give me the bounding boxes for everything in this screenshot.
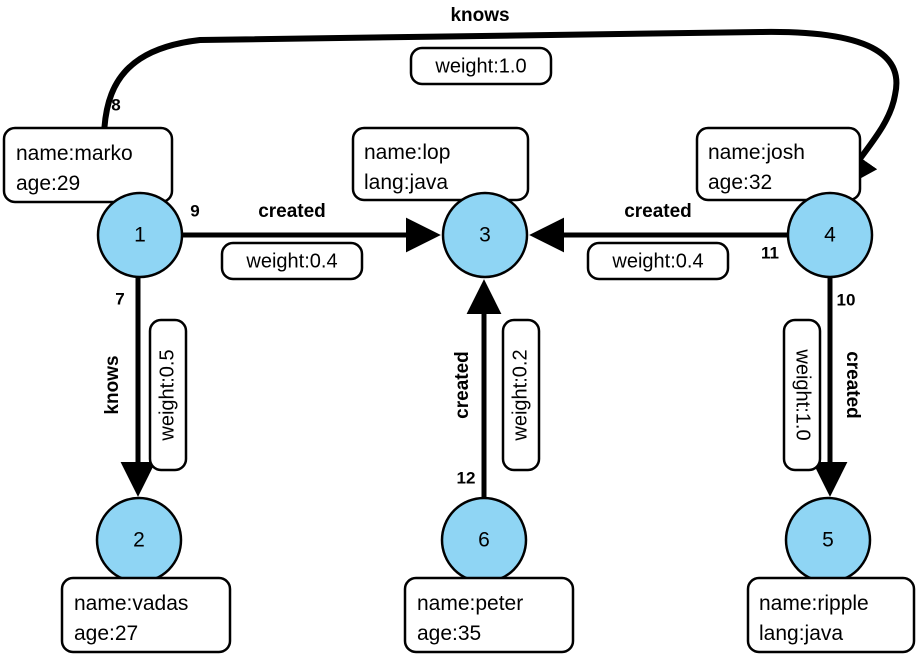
weight-box-10 xyxy=(782,318,822,472)
property-line-5-0: name:ripple xyxy=(759,592,869,615)
weight-box-8 xyxy=(409,46,553,86)
property-line-3-0: name:lop xyxy=(364,141,450,164)
weight-text-12: weight:0.2 xyxy=(509,349,531,441)
property-box-node-3: name:lop lang:java xyxy=(351,126,530,202)
edge-id-12: 12 xyxy=(457,468,476,487)
weight-label-12: weight:0.2 xyxy=(501,318,541,472)
edge-label-12: created xyxy=(452,351,473,419)
edge-id-labels-layer: 8 7 9 11 10 12 xyxy=(111,95,855,487)
property-line-2-0: name:vadas xyxy=(74,592,188,615)
property-box-rect-5 xyxy=(746,576,916,654)
property-line-6-0: name:peter xyxy=(417,592,523,615)
property-line-4-1: age:32 xyxy=(708,171,772,194)
edge-id-11: 11 xyxy=(761,243,779,262)
weight-labels-layer: weight:1.0 weight:0.5 weight:0.4 weight:… xyxy=(148,46,822,472)
weight-label-8: weight:1.0 xyxy=(409,46,553,86)
nodes-layer: 1 3 4 2 6 5 xyxy=(95,191,874,584)
node-label-5: 5 xyxy=(822,529,834,552)
property-line-2-1: age:27 xyxy=(74,622,138,645)
node-label-3: 3 xyxy=(479,224,491,247)
weight-text-9: weight:0.4 xyxy=(245,250,337,272)
edge-label-11: created xyxy=(624,201,692,222)
node-3[interactable]: 3 xyxy=(441,191,529,279)
property-box-rect-2 xyxy=(60,576,232,654)
edge-label-7: knows xyxy=(102,355,123,414)
edge-id-7: 7 xyxy=(115,289,124,308)
edge-label-9: created xyxy=(258,201,326,222)
weight-label-11: weight:0.4 xyxy=(586,241,730,281)
node-circle-4[interactable] xyxy=(786,191,874,279)
weight-box-9 xyxy=(220,241,364,281)
edge-label-8: knows xyxy=(450,5,509,26)
node-circle-3[interactable] xyxy=(441,191,529,279)
weight-label-9: weight:0.4 xyxy=(220,241,364,281)
node-label-1: 1 xyxy=(134,224,146,247)
weight-label-7: weight:0.5 xyxy=(148,318,188,472)
property-box-rect-6 xyxy=(403,576,575,654)
node-circle-1[interactable] xyxy=(96,191,184,279)
weight-label-10: weight:1.0 xyxy=(782,318,822,472)
property-box-rect-3 xyxy=(351,126,530,202)
property-line-1-0: name:marko xyxy=(16,142,133,165)
edge-id-9: 9 xyxy=(190,201,199,220)
weight-text-7: weight:0.5 xyxy=(156,349,178,441)
node-2[interactable]: 2 xyxy=(95,496,183,584)
weight-box-7 xyxy=(148,318,188,472)
node-label-4: 4 xyxy=(824,224,836,247)
weight-box-12 xyxy=(501,318,541,472)
property-line-5-1: lang:java xyxy=(759,622,843,645)
node-4[interactable]: 4 xyxy=(786,191,874,279)
node-6[interactable]: 6 xyxy=(440,496,528,584)
edge-id-10: 10 xyxy=(837,290,856,309)
weight-text-10: weight:1.0 xyxy=(792,348,814,440)
edge-path-8[interactable] xyxy=(100,28,900,197)
bottom-property-boxes-layer: name:vadas age:27 name:peter age:35 name… xyxy=(60,576,916,654)
property-line-4-0: name:josh xyxy=(708,141,805,164)
edges-layer xyxy=(100,28,900,498)
property-box-node-1: name:marko age:29 xyxy=(2,126,174,204)
property-box-rect-1 xyxy=(2,126,174,204)
property-box-node-6: name:peter age:35 xyxy=(403,576,575,654)
node-label-2: 2 xyxy=(133,529,145,552)
property-line-6-1: age:35 xyxy=(417,622,481,645)
property-line-3-1: lang:java xyxy=(364,171,448,194)
weight-text-11: weight:0.4 xyxy=(611,250,703,272)
weight-box-11 xyxy=(586,241,730,281)
property-box-node-5: name:ripple lang:java xyxy=(746,576,916,654)
property-box-node-2: name:vadas age:27 xyxy=(60,576,232,654)
property-boxes-layer: name:marko age:29 name:lop lang:java nam… xyxy=(2,126,862,204)
property-box-node-4: name:josh age:32 xyxy=(695,126,862,202)
property-box-rect-4 xyxy=(695,126,862,202)
edge-label-10: created xyxy=(842,351,863,419)
node-1[interactable]: 1 xyxy=(96,191,184,279)
property-line-1-1: age:29 xyxy=(16,172,80,195)
node-label-6: 6 xyxy=(478,529,490,552)
node-5[interactable]: 5 xyxy=(784,496,872,584)
edge-id-8: 8 xyxy=(111,95,120,114)
weight-text-8: weight:1.0 xyxy=(434,55,526,77)
edge-type-labels-layer: knows knows created created created crea… xyxy=(102,5,864,419)
